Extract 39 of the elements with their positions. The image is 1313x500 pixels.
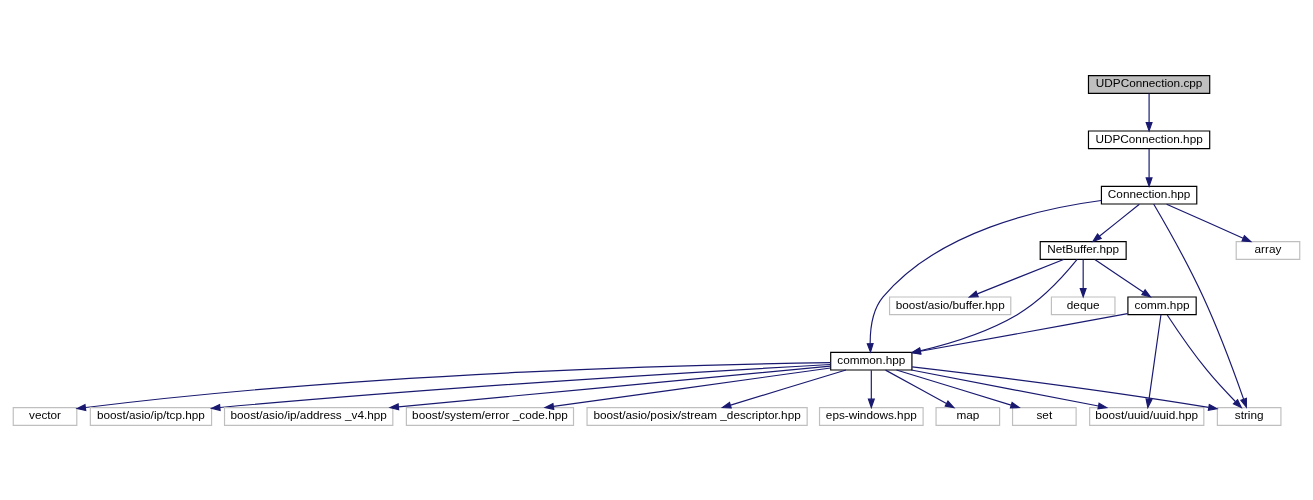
node-box: common.hpp [830, 351, 913, 371]
node-box: boost/system/error _code.hpp [405, 406, 575, 426]
node-box: Connection.hpp [1100, 185, 1198, 205]
arrow [1145, 92, 1153, 133]
node-box: boost/asio/buffer.hpp [888, 295, 1012, 315]
node-box: boost/asio/posix/stream _descriptor.hpp [586, 406, 808, 426]
arrow [1145, 313, 1162, 409]
arrow [1094, 258, 1152, 298]
arrow [967, 258, 1065, 298]
arrow [910, 368, 1109, 410]
arrow [1166, 313, 1243, 409]
node-box: UDPConnection.hpp [1087, 129, 1211, 149]
arrow [75, 361, 832, 411]
arrow [388, 365, 831, 410]
node-box: UDPConnection.cpp [1087, 74, 1211, 94]
arrow [1145, 147, 1153, 188]
arrow [884, 369, 956, 408]
arrow [867, 369, 876, 409]
node-box: NetBuffer.hpp [1039, 240, 1127, 260]
node-box: eps-windows.hpp [818, 406, 924, 426]
arrow [1166, 203, 1253, 242]
node-box: boost/asio/ip/address _v4.hpp [223, 406, 394, 426]
node-box: string [1216, 406, 1282, 426]
arrow [720, 368, 847, 409]
node-box: array [1235, 240, 1301, 260]
node-box: comm.hpp [1127, 295, 1197, 315]
arrow [911, 365, 1219, 411]
arrow [895, 368, 1021, 409]
node-box: map [935, 406, 1001, 426]
node-box: vector [12, 406, 78, 426]
node-box: set [1011, 406, 1077, 426]
arrow [1091, 203, 1140, 243]
arrow [1153, 202, 1247, 409]
node-box: boost/asio/ip/tcp.hpp [89, 406, 213, 426]
node-box: deque [1050, 295, 1116, 315]
node-box: boost/uuid/uuid.hpp [1089, 406, 1205, 426]
arrow [209, 363, 831, 411]
arrow [1079, 258, 1087, 299]
arrow [543, 366, 832, 410]
